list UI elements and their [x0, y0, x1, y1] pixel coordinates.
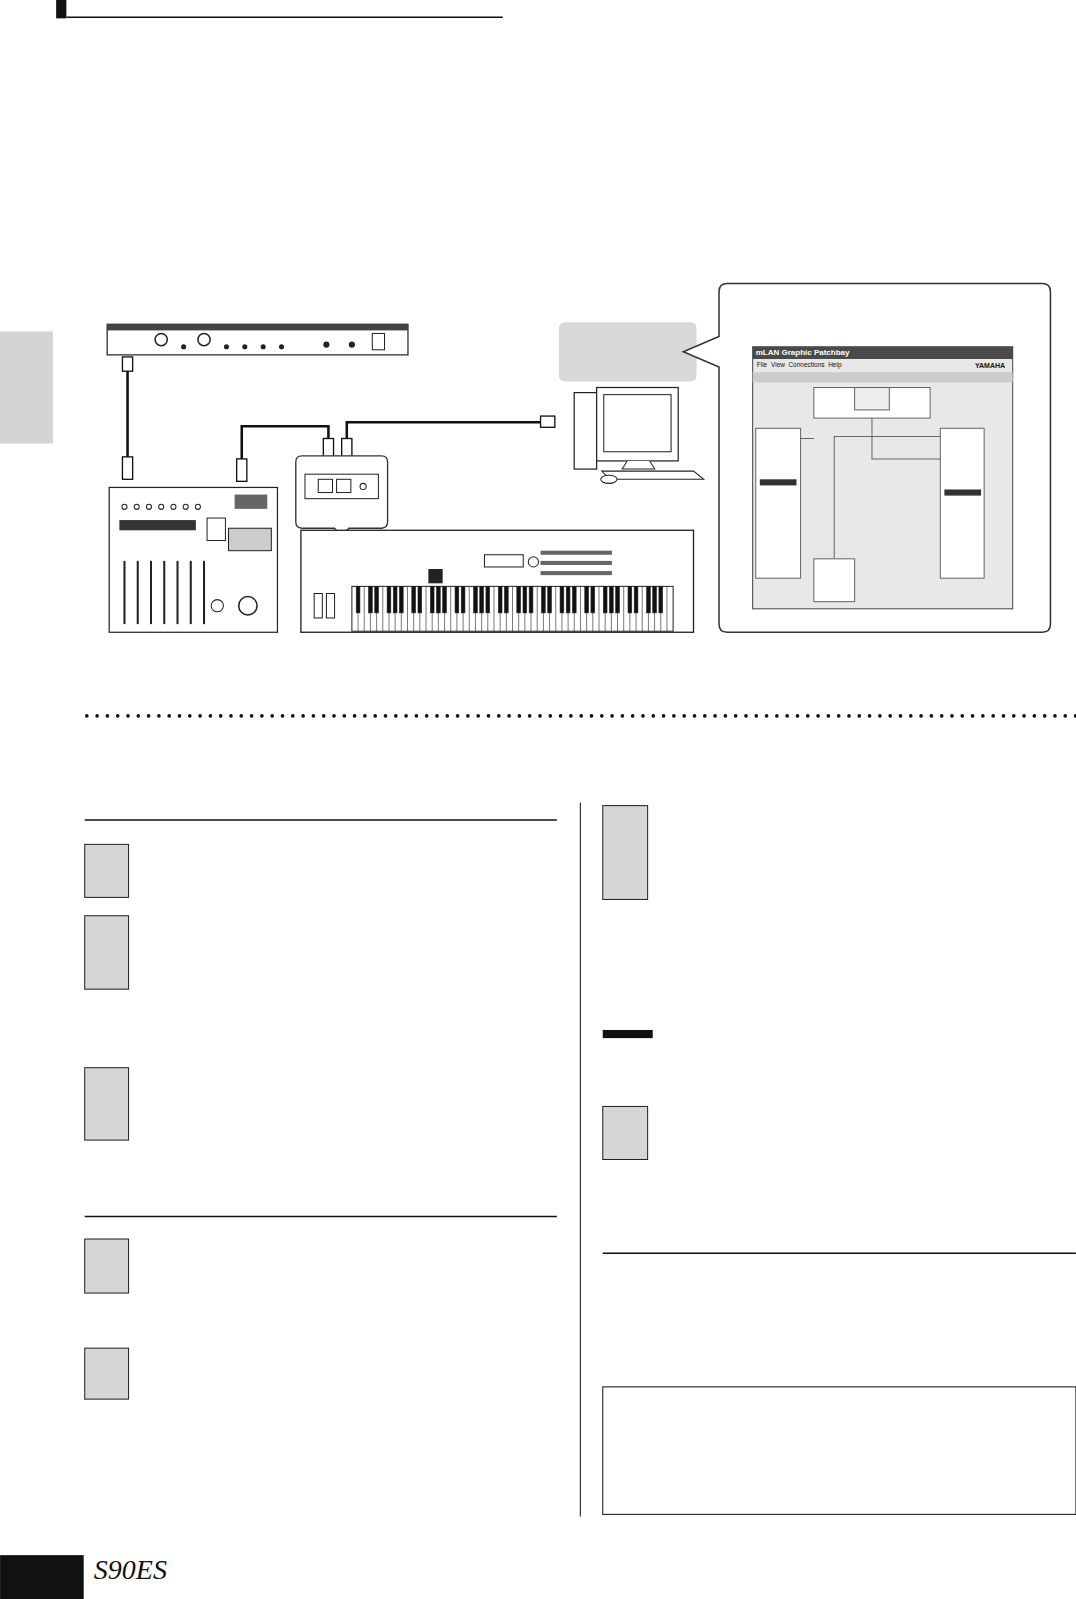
computer [574, 388, 704, 484]
menu-item: Connections [788, 362, 824, 369]
synthesizer-keyboard [301, 530, 694, 632]
column-divider [580, 803, 581, 1517]
product-logo: S90ES [94, 1556, 167, 1584]
menu-item: View [771, 362, 785, 369]
cable [128, 369, 543, 464]
info-box [603, 1387, 1076, 1514]
brand-logo: YAMAHA [975, 362, 1005, 369]
window-title: mLAN Graphic Patchbay [756, 348, 1010, 357]
patchbay-window [753, 347, 1013, 609]
dotted-rule [87, 714, 1076, 718]
window-title-bar: mLAN Graphic Patchbay [753, 347, 1013, 359]
menu-item: File [757, 362, 767, 369]
footer-block [0, 1555, 84, 1599]
screen-callout [683, 283, 1050, 632]
menu-item: Help [828, 362, 841, 369]
rack-unit [107, 324, 408, 355]
header-mark [56, 0, 66, 18]
note-icon [603, 1030, 653, 1038]
board-callout [296, 456, 388, 537]
header-rule [66, 17, 502, 19]
side-tab [0, 331, 53, 443]
mixer-recorder [109, 487, 277, 632]
step-box [85, 806, 648, 1400]
